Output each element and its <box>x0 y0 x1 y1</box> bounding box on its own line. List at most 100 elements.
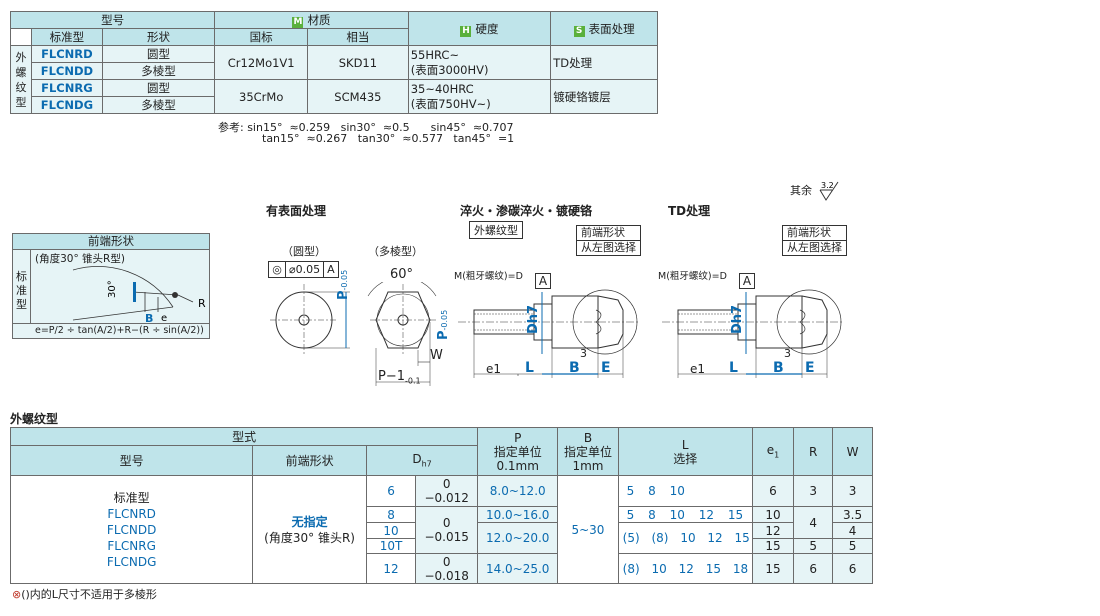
tip-shape-diagram: 30° B e R <box>72 266 206 322</box>
w-value: 5 <box>832 538 873 554</box>
shape-cell: 多棱型 <box>101 62 216 80</box>
e-label-2: E <box>805 360 815 376</box>
poly-label: （多棱型） <box>368 245 423 258</box>
p-range: 10.0~16.0 <box>477 506 559 523</box>
caption-surface-treated: 有表面处理 <box>266 204 327 218</box>
header-shape: 形状 <box>101 28 216 46</box>
e1-value: 15 <box>751 538 795 554</box>
tip-r-label: R <box>198 297 206 310</box>
front-views-drawing <box>270 282 437 386</box>
tip-b-label: B <box>145 312 153 322</box>
shape-cell: 多棱型 <box>101 96 216 114</box>
gb-cell: Cr12Mo1V1 <box>214 45 309 80</box>
equiv-cell: SCM435 <box>307 79 409 114</box>
d-value: 12 <box>365 553 417 584</box>
header-model: 型号 <box>9 11 216 29</box>
model-cell: FLCNDD <box>30 62 103 80</box>
hardness-badge-icon: H <box>460 25 472 37</box>
r-value: 4 <box>793 506 834 539</box>
model-list: 标准型 FLCNRD FLCNDD FLCNRG FLCNDG <box>9 475 254 584</box>
p-dimension-round: P-0.05 <box>336 269 351 300</box>
d-tolerance: 0 −0.015 <box>415 506 479 554</box>
caption-hardened: 淬火・渗碳淬火・镀硬铬 <box>460 204 593 218</box>
dh7-label-1: Dh7 <box>526 304 541 334</box>
pin-drawing-hardened <box>458 289 638 378</box>
surface-finish-note: 其余 3.2 <box>790 180 842 202</box>
e1-value: 6 <box>751 475 795 507</box>
e1-value: 10 <box>751 506 795 523</box>
header-form: 型式 <box>9 427 479 446</box>
header-e1: e1 <box>751 427 795 476</box>
model-cell: FLCNRD <box>30 45 103 63</box>
tip-shape-subtitle: (角度30° 锥头R型) <box>35 253 125 265</box>
d-tolerance: 0 −0.012 <box>415 475 479 507</box>
header-w: W <box>832 427 873 476</box>
cross-circle-icon: ⊗ <box>12 588 22 601</box>
pin-drawing-td <box>662 289 842 378</box>
shape-cell: 圆型 <box>101 79 216 97</box>
dh7-label-2: Dh7 <box>730 304 745 334</box>
e1-value: 12 <box>751 522 795 539</box>
a-datum-1: A <box>535 273 551 289</box>
tip-shape-side: 标 准 型 <box>13 250 31 324</box>
d-value: 8 <box>365 506 417 523</box>
header-p: P 指定单位 0.1mm <box>477 427 559 476</box>
w-value: 3.5 <box>832 506 873 523</box>
tip-e-label: e <box>161 313 167 322</box>
l-options: (5) (8) 10 12 15 <box>617 522 753 554</box>
outer-thread-tag: 外螺纹型 <box>469 221 523 239</box>
e-label-1: E <box>601 360 611 376</box>
w-value: 4 <box>832 522 873 539</box>
material-badge-icon: M <box>292 17 304 28</box>
roughness-icon: 3.2 <box>819 181 838 201</box>
equiv-cell: SKD11 <box>307 45 409 80</box>
r-value: 5 <box>793 538 834 554</box>
b-label-2: B <box>773 360 784 376</box>
a-datum-2: A <box>739 273 755 289</box>
r-value: 6 <box>793 553 834 584</box>
header-d: Dh7 <box>365 445 479 476</box>
header-b: B 指定单位 1mm <box>557 427 619 476</box>
surface-badge-icon: S <box>573 25 585 37</box>
spec-table: 型式 P 指定单位 0.1mm B 指定单位 1mm L 选择 e1 R W 型… <box>9 427 873 584</box>
hardness-cell: 35~40HRC (表面750HV~) <box>407 79 552 114</box>
model-cell: FLCNRG <box>30 79 103 97</box>
d-value: 6 <box>365 475 417 507</box>
p1-dimension: P−1-0.1 <box>378 369 421 386</box>
l-options: (8) 10 12 15 18 <box>617 553 753 584</box>
header-gb: 国标 <box>214 28 309 46</box>
three-label-1: 3 <box>580 347 587 360</box>
l-options: 5 8 10 12 15 <box>617 506 753 523</box>
header-tip: 前端形状 <box>252 445 367 476</box>
d-value: 10T <box>365 538 417 554</box>
header-r: R <box>793 427 834 476</box>
angle-60-label: 60° <box>390 267 414 282</box>
header-model: 型号 <box>9 445 254 476</box>
tip-shape-title: 前端形状 <box>13 234 209 250</box>
header-standard: 标准型 <box>30 28 103 46</box>
m-label-2: M(粗牙螺纹)=D <box>658 271 727 282</box>
header-equivalent: 相当 <box>307 28 409 46</box>
round-label: （圆型） <box>282 245 326 258</box>
l-label-1: L <box>525 360 534 376</box>
w-value: 6 <box>832 553 873 584</box>
m-label-1: M(粗牙螺纹)=D <box>454 271 523 282</box>
hardness-cell: 55HRC~ (表面3000HV) <box>407 45 552 80</box>
model-cell: FLCNDG <box>30 96 103 114</box>
tip-note-box-1: 前端形状 从左图选择 <box>576 225 641 256</box>
d-tolerance: 0 −0.018 <box>415 553 479 584</box>
tip-angle-label: 30° <box>107 280 118 298</box>
w-value: 3 <box>832 475 873 507</box>
reference-line-2: tan15° ≈0.267 tan30° ≈0.577 tan45° =1 <box>262 132 515 145</box>
caption-td: TD处理 <box>668 204 711 218</box>
tip-note-box-2: 前端形状 从左图选择 <box>782 225 847 256</box>
p-dimension-poly: P-0.05 <box>436 309 451 340</box>
side-label: 外 螺 纹 型 <box>10 45 32 114</box>
tip-cell: 无指定 (角度30° 锥头R) <box>252 475 367 584</box>
d-value: 10 <box>365 522 417 539</box>
w-dimension: W <box>430 348 443 363</box>
